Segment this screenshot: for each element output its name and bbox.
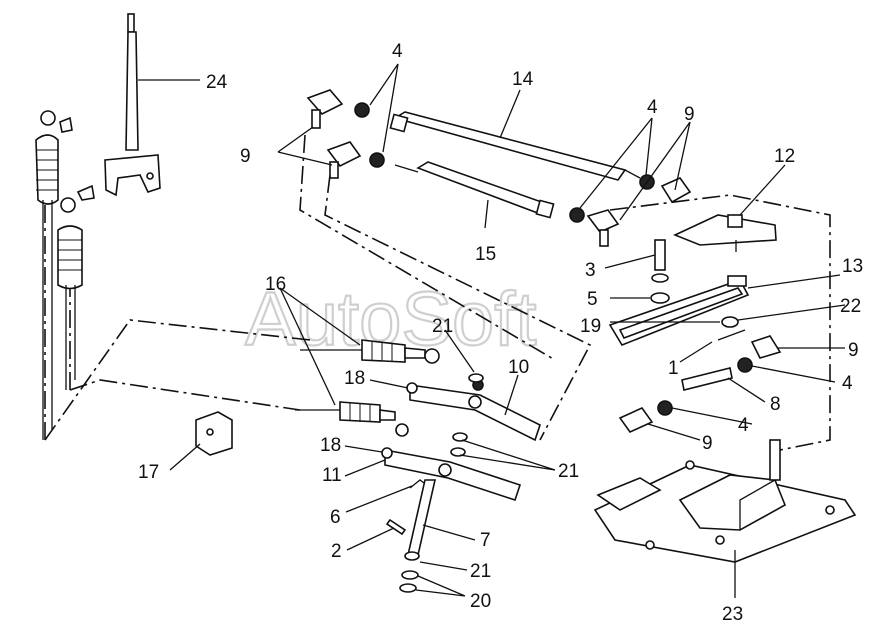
ball-joints-top-right [569,174,692,247]
callout-14: 14 [512,69,534,90]
callout-9-lower-right: 9 [702,433,713,454]
callout-20: 20 [470,591,491,612]
callout-9-top-right: 9 [684,104,695,125]
callout-13: 13 [842,256,863,277]
callout-10: 10 [508,357,529,378]
callout-6: 6 [330,507,341,528]
callout-8: 8 [770,394,781,415]
part-12-bracket [672,214,777,252]
right-side-fittings [618,316,782,434]
callout-5: 5 [587,289,598,310]
part-17-bracket [195,411,233,456]
callout-21-middle: 21 [558,461,579,482]
callout-4-right: 4 [842,373,853,394]
rod-14 [389,111,641,181]
callout-22: 22 [840,296,861,317]
assembly-guide-lines [44,134,831,451]
left-cable-assemblies [35,110,95,440]
part-16-cable-ends [295,339,440,437]
callout-9-left: 9 [240,146,251,167]
part-13-channel [608,275,750,346]
callout-17: 17 [138,462,159,483]
callout-23: 23 [722,604,743,625]
part-24-lever [104,13,161,197]
callout-11: 11 [322,465,342,486]
callout-21-lower: 21 [470,561,491,582]
callout-3: 3 [585,260,596,281]
callout-1: 1 [668,358,679,379]
callout-12: 12 [774,146,795,167]
callout-15: 15 [475,244,496,265]
callout-9-right: 9 [848,340,859,361]
callout-7: 7 [480,530,491,551]
callout-4-top: 4 [392,41,403,62]
callout-24: 24 [206,72,228,93]
callout-4-top-right: 4 [647,97,658,118]
callout-labels: 24 4 14 9 4 9 12 15 3 13 5 19 22 16 21 9… [138,41,863,625]
ball-joints-top-left [306,89,385,179]
lower-pins-and-washers [385,373,484,593]
rod-15 [394,161,555,219]
bolt-3-and-washer-5 [650,239,670,304]
callout-4-lower-right: 4 [738,415,749,436]
callout-2: 2 [331,541,342,562]
lever-10 [406,379,541,442]
callout-18-upper: 18 [344,368,365,389]
callout-18-lower: 18 [320,435,341,456]
callout-19: 19 [580,316,601,337]
callout-21-upper: 21 [432,316,453,337]
leader-lines [138,63,846,598]
part-23-floor-plate [593,439,857,563]
lever-11 [381,432,522,502]
callout-16: 16 [265,274,286,295]
